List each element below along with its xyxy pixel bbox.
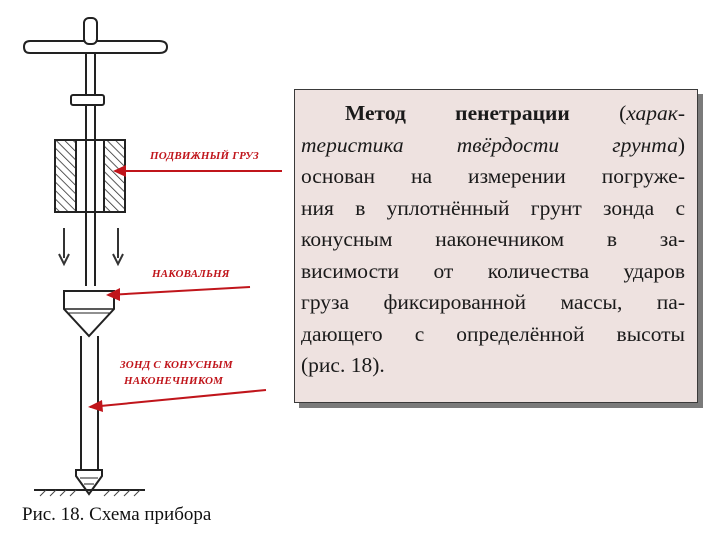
description-text-box: Метод пенетрации (харак- теристика твёрд… [294,89,698,403]
probe-label-line2: НАКОНЕЧНИКОМ [124,375,224,387]
text-line-4: ния в уплотнённый грунт зонда с [301,195,685,220]
text-line-2: теристика твёрдости грунта) [301,132,685,157]
t-handle [22,17,169,54]
movable-weight [54,139,126,213]
ground [34,489,145,497]
method-title: Метод пенетрации [345,101,570,125]
text-line-7: груза фиксированной массы, па- [301,290,685,314]
text-line-3: основан на измерении погруже- [301,164,685,188]
text-line-6: висимости от количества ударов [301,258,685,283]
probe-label-line1: ЗОНД С КОНУСНЫМ [120,359,233,371]
text-line-1: Метод пенетрации (харак- [345,101,685,125]
text-line-5: конусным наконечником в за- [301,227,685,251]
anvil-leader [106,286,251,301]
text-line-8: дающего с определённой высоты [301,321,685,346]
weight-leader [113,165,282,177]
text-line-9: (рис. 18). [301,353,385,377]
figure-caption: Рис. 18. Схема прибора [22,504,212,525]
cone-tip [75,469,103,496]
movable-weight-label: ПОДВИЖНЫЙ ГРУЗ [150,150,259,162]
anvil [63,290,115,338]
anvil-label: НАКОВАЛЬНЯ [152,268,230,280]
motion-arrows [58,228,124,267]
probe-leader [88,389,267,412]
stop-collar [70,94,105,106]
